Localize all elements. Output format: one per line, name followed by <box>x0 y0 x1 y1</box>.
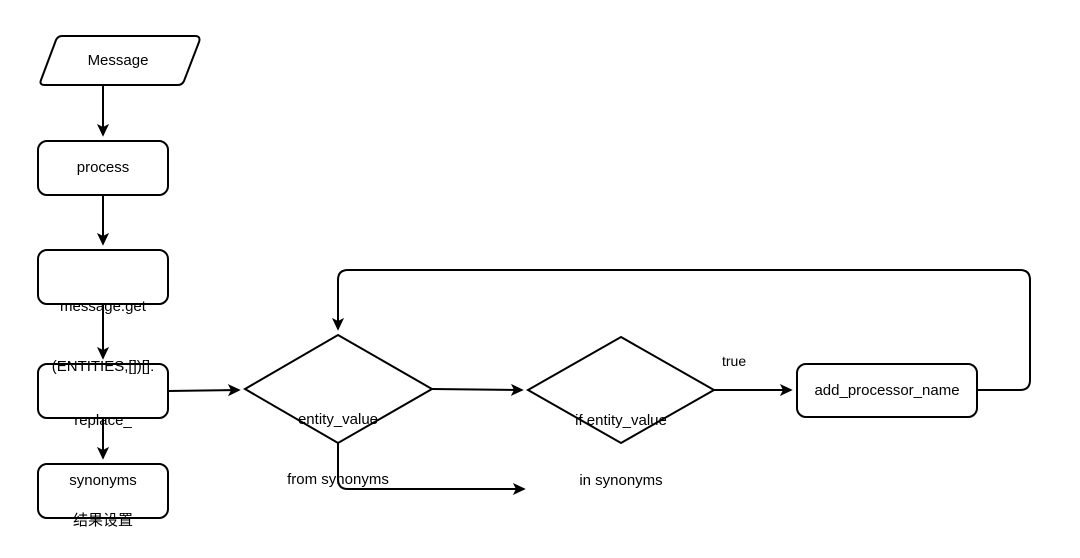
node-add-processor-name[interactable] <box>796 363 978 418</box>
edge-loop-exit <box>337 443 526 496</box>
node-process[interactable] <box>37 140 169 196</box>
node-set-result[interactable] <box>37 463 169 519</box>
edge-label-true: true <box>722 353 747 369</box>
edge-add-processor-name-back-to-loop <box>331 269 1031 391</box>
node-message[interactable] <box>39 35 201 86</box>
node-message-get[interactable] <box>37 249 169 305</box>
node-replace-synonyms[interactable] <box>37 363 169 419</box>
node-if-entity-value-in-synonyms[interactable] <box>525 335 717 445</box>
edge-replace-synonyms-to-loop <box>167 384 241 397</box>
node-entity-value-from-synonyms[interactable] <box>243 333 435 445</box>
edge-loop-to-decision <box>431 383 524 396</box>
